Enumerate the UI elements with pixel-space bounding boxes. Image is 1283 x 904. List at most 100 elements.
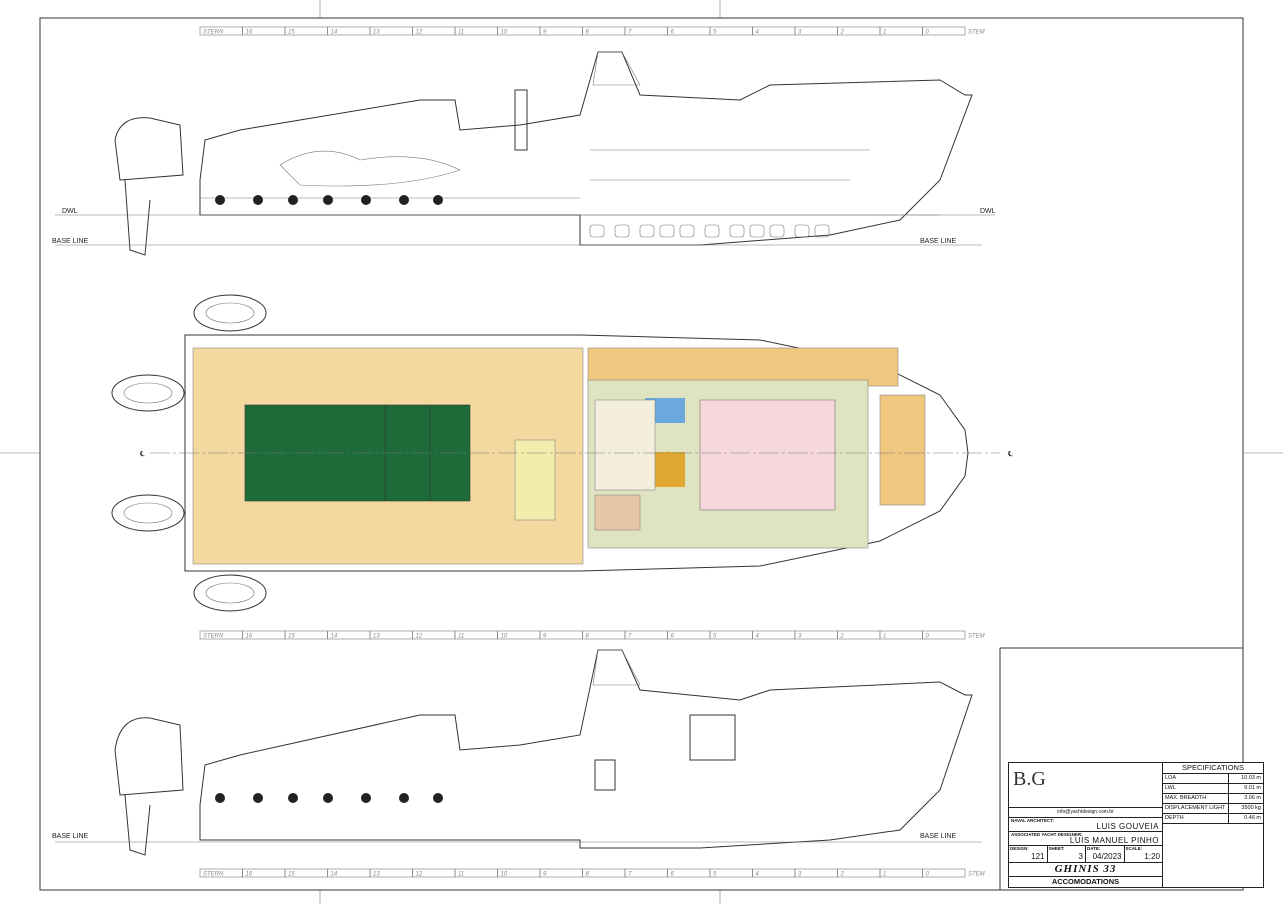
station-cell xyxy=(539,26,583,36)
station-label: 16 xyxy=(246,30,253,36)
spec-value: 0.46 m xyxy=(1244,815,1261,821)
station-cell xyxy=(922,868,966,878)
station-cell xyxy=(879,630,923,640)
title-block: B.G info@yachtdesign.com.br NAVAL ARCHIT… xyxy=(1008,762,1264,888)
station-label: STERN xyxy=(203,30,224,36)
station-label: 14 xyxy=(331,872,338,878)
base-line-label-right: BASE LINE xyxy=(920,238,957,245)
base-line-label-bottom-left: BASE LINE xyxy=(52,833,89,840)
station-label: 6 xyxy=(671,872,675,878)
station-label: 2 xyxy=(840,872,845,878)
station-cell xyxy=(837,630,881,640)
naval-architect: LUIS GOUVEIA xyxy=(1096,822,1159,831)
station-label: 0 xyxy=(926,30,930,36)
deck-fitting xyxy=(288,793,298,803)
deck-fitting xyxy=(215,793,225,803)
outboard-engine xyxy=(111,494,185,532)
centerline-label-left: ℄ xyxy=(139,451,145,458)
scale: 1:20 xyxy=(1144,852,1160,861)
v-berth xyxy=(699,399,836,511)
station-label: 1 xyxy=(883,872,886,878)
design-number: 121 xyxy=(1031,852,1045,861)
station-cell xyxy=(709,26,753,36)
spec-label: DISPLACEMENT LIGHT xyxy=(1163,804,1229,813)
sheet-title: ACCOMODATIONS xyxy=(1051,877,1120,886)
station-label: 0 xyxy=(926,872,930,878)
station-label: 14 xyxy=(331,634,338,640)
station-label: 4 xyxy=(756,30,760,36)
station-cell xyxy=(667,630,711,640)
deck-fitting xyxy=(433,195,443,205)
station-cell xyxy=(539,868,583,878)
station-label: 14 xyxy=(331,30,338,36)
station-cell xyxy=(582,630,626,640)
station-label: 16 xyxy=(246,634,253,640)
station-label: 13 xyxy=(373,634,380,640)
station-label: 13 xyxy=(373,30,380,36)
station-label: 12 xyxy=(416,30,423,36)
station-label: 5 xyxy=(713,872,717,878)
station-label: 4 xyxy=(756,872,760,878)
hull-window xyxy=(749,224,765,238)
hull-window xyxy=(589,224,605,238)
hull-window xyxy=(679,224,695,238)
base-line-label-left: BASE LINE xyxy=(52,238,89,245)
station-label: 0 xyxy=(926,634,930,640)
station-cell xyxy=(667,26,711,36)
project-name: GHINIS 33 xyxy=(1009,862,1162,877)
station-cell xyxy=(752,630,796,640)
station-cell xyxy=(624,26,668,36)
deck-fitting xyxy=(361,793,371,803)
station-label-stem: STEM xyxy=(968,872,985,878)
deck-fitting xyxy=(433,793,443,803)
station-label: 7 xyxy=(628,30,632,36)
drawing-frame xyxy=(39,17,1244,891)
station-label: 7 xyxy=(628,634,632,640)
station-label: 2 xyxy=(840,30,845,36)
station-cell xyxy=(879,868,923,878)
station-label: 2 xyxy=(840,634,845,640)
station-cell xyxy=(794,630,838,640)
station-label: 6 xyxy=(671,634,675,640)
station-label: 10 xyxy=(501,872,508,878)
station-cell xyxy=(709,868,753,878)
station-label: 1 xyxy=(883,30,886,36)
hull-window xyxy=(639,224,655,238)
station-label: 9 xyxy=(543,30,547,36)
dwl-label-left: DWL xyxy=(62,208,78,215)
station-label: 11 xyxy=(458,872,464,878)
station-cell xyxy=(837,26,881,36)
outboard-engine xyxy=(111,374,185,412)
station-cell xyxy=(794,26,838,36)
station-cell xyxy=(752,26,796,36)
deck-fitting xyxy=(288,195,298,205)
hull-window xyxy=(614,224,630,238)
station-cell xyxy=(922,630,966,640)
station-cell xyxy=(837,868,881,878)
station-label: 8 xyxy=(586,30,590,36)
design-label: DESIGN: xyxy=(1010,846,1029,851)
station-label: 15 xyxy=(288,634,295,640)
date: 04/2023 xyxy=(1092,852,1122,861)
spec-value: 9.01 m xyxy=(1244,785,1261,791)
station-label: 16 xyxy=(246,872,253,878)
profile-view-bottom xyxy=(55,649,982,856)
station-label: 15 xyxy=(288,872,295,878)
station-label: 8 xyxy=(586,872,590,878)
station-cell xyxy=(922,26,966,36)
station-cell xyxy=(624,630,668,640)
station-cell xyxy=(794,868,838,878)
station-label: 12 xyxy=(416,872,423,878)
associated-designer: LUIS MANUEL PINHO xyxy=(1069,836,1159,845)
station-label: 13 xyxy=(373,872,380,878)
scale-label: SCALE: xyxy=(1125,846,1143,851)
spec-label: LOA xyxy=(1163,774,1229,783)
deck-fitting xyxy=(215,195,225,205)
plan-view xyxy=(111,294,1000,612)
deck-fitting xyxy=(399,793,409,803)
hull-window xyxy=(769,224,785,238)
station-cell xyxy=(624,868,668,878)
sheet-label: SHEET: xyxy=(1048,846,1065,851)
deck-fitting xyxy=(323,793,333,803)
